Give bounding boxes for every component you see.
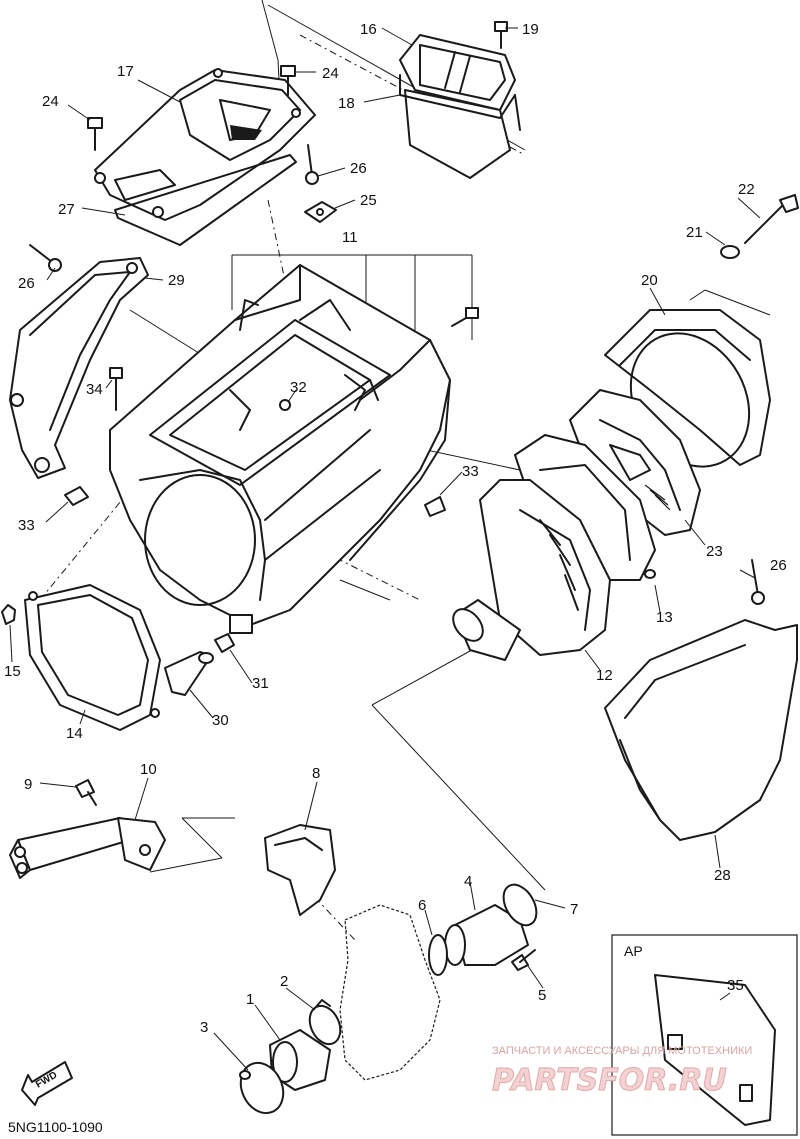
callout-30: 30 [212,712,229,729]
ap-label: AP [624,943,643,959]
clamp-part-7 [502,883,538,927]
callout-leaders [9,27,761,1071]
callout-7: 7 [570,901,578,918]
fwd-arrow-icon [21,1061,73,1106]
callout-29: 29 [168,272,185,289]
callout-17: 17 [117,63,134,80]
bolt-part-22 [744,194,799,244]
drain-tube-part-30 [164,651,214,696]
filter-cage-part-12 [452,479,611,661]
intake-duct-part-16 [399,34,521,179]
callout-13: 13 [656,609,673,626]
engine-outline [339,904,441,1081]
callout-11: 11 [342,229,358,246]
callout-33-right: 33 [462,463,479,480]
callout-21: 21 [686,224,703,241]
plate-part-25 [304,201,337,223]
callout-3: 3 [200,1019,208,1036]
callout-6: 6 [418,897,426,914]
callout-16: 16 [360,21,377,38]
callout-12: 12 [596,667,613,684]
clamp-part-31 [214,633,235,653]
gasket-ring-part-14 [24,584,161,731]
callout-25: 25 [360,192,377,209]
filter-cap-part-20 [604,309,771,468]
bolt-right-airbox [451,307,479,327]
gasket-part-27 [114,154,297,246]
rivet-part-26-top [305,144,319,185]
callout-31: 31 [252,675,269,692]
rivet-part-26-right [751,559,765,605]
callout-9: 9 [24,776,32,793]
gasket-part-6 [428,934,448,976]
side-plate-part-29 [9,257,149,479]
washer-part-21 [720,245,740,259]
callout-4: 4 [464,873,472,890]
watermark-line2: PARTSFOR.RU [492,1063,727,1098]
callout-19: 19 [522,21,539,38]
watermark-line1: ЗАПЧАСТИ И АКСЕССУАРЫ ДЛЯ МОТОТЕХНИКИ [492,1045,752,1057]
filter-guide-part-13 [514,434,656,581]
bolt-part-24-left [87,117,103,151]
sub-tank-part-10 [9,817,166,879]
bracket-part-8 [264,824,336,916]
clamp-part-2 [308,999,342,1046]
ap-inset-box [611,934,798,1136]
callout-26-top: 26 [350,160,367,177]
callout-23: 23 [706,543,723,560]
nut-part-15 [1,604,16,625]
joint-part-4 [444,904,529,966]
callout-24-top: 24 [322,65,339,82]
screw-part-19 [494,21,508,49]
callout-8: 8 [312,765,320,782]
callout-35: 35 [727,977,744,994]
callout-numbers: 16 19 17 24 24 18 26 25 27 22 21 11 26 2… [4,21,787,1036]
callout-26-left: 26 [18,275,35,292]
callout-5: 5 [538,987,546,1004]
callout-33-left: 33 [18,517,35,534]
callout-26-right: 26 [770,557,787,574]
callout-20: 20 [641,272,658,289]
side-cover-part-28 [604,619,798,841]
callout-22: 22 [738,181,755,198]
callout-18: 18 [338,95,355,112]
callout-24-left: 24 [42,93,59,110]
callout-10: 10 [140,761,157,778]
bolt-part-9 [75,779,97,806]
callout-28: 28 [714,867,731,884]
bolt-part-5 [511,949,536,971]
callout-15: 15 [4,663,21,680]
callout-27: 27 [58,201,75,218]
bolt-part-34 [109,367,123,411]
callout-34: 34 [86,381,103,398]
rivet-part-26-left [29,244,62,272]
callout-2: 2 [280,973,288,990]
callout-14: 14 [66,725,83,742]
air-box-part-11 [109,264,451,634]
clip-nut-part-33-right [424,496,446,517]
callout-32: 32 [290,379,307,396]
carb-joint-part-1 [269,1029,331,1091]
bolt-part-24-top [280,65,296,96]
clamp-part-3 [239,1061,285,1115]
callout-1: 1 [246,991,254,1008]
top-cover-part-17 [94,68,316,221]
clip-nut-part-33-left [64,486,89,506]
diagram-code: 5NG1100-1090 [8,1119,103,1135]
